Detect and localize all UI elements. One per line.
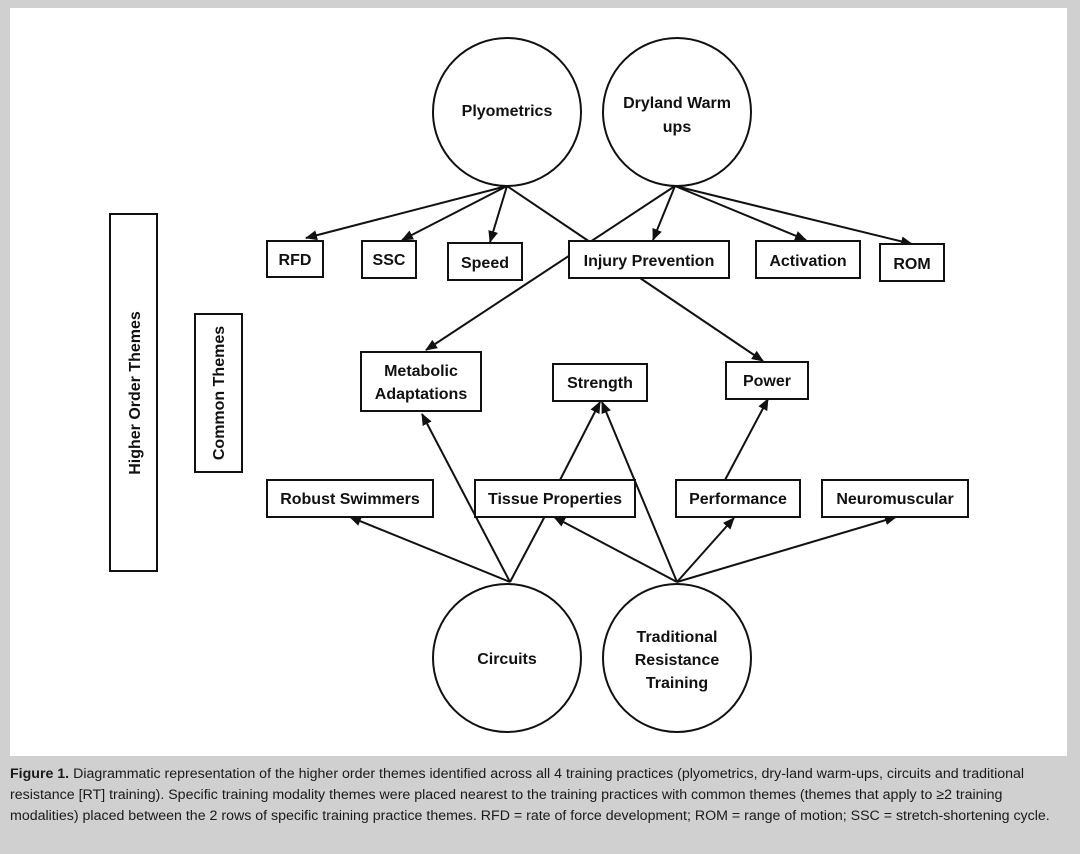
traditional-label-line1: Traditional — [637, 629, 718, 646]
theme-robust-swimmers: Robust Swimmers — [266, 479, 434, 518]
theme-ssc: SSC — [361, 240, 417, 279]
common-themes-label: Common Themes — [194, 313, 243, 473]
practice-plyometrics: Plyometrics — [432, 37, 582, 187]
performance-label: Performance — [689, 491, 787, 508]
injury-prevention-label: Injury Prevention — [584, 253, 715, 270]
theme-neuromuscular: Neuromuscular — [821, 479, 969, 518]
activation-label: Activation — [769, 253, 846, 270]
figure-caption: Figure 1. Diagrammatic representation of… — [10, 764, 1070, 827]
theme-power: Power — [725, 361, 809, 400]
theme-tissue-properties: Tissue Properties — [474, 479, 636, 518]
figure-panel: Higher Order Themes Common Themes Plyome… — [10, 8, 1067, 756]
metabolic-label-line1: Metabolic — [384, 363, 458, 380]
tissue-properties-label: Tissue Properties — [488, 491, 622, 508]
theme-activation: Activation — [755, 240, 861, 279]
common-themes-text: Common Themes — [211, 326, 228, 460]
traditional-label-line2: Resistance — [635, 652, 720, 669]
robust-swimmers-label: Robust Swimmers — [280, 491, 420, 508]
edges — [305, 185, 913, 583]
edge-traditional-tissue — [553, 516, 678, 583]
edge-dryland-rom — [674, 185, 913, 247]
theme-rfd: RFD — [266, 240, 324, 278]
dryland-label-line2: ups — [663, 119, 692, 136]
theme-injury-prevention: Injury Prevention — [568, 240, 730, 279]
edge-traditional-strength — [601, 401, 678, 583]
edge-traditional-neuromuscular — [676, 515, 897, 583]
theme-speed: Speed — [447, 242, 523, 281]
rom-label: ROM — [893, 256, 930, 273]
edge-circuits-tissue — [509, 515, 546, 583]
higher-order-themes-label: Higher Order Themes — [109, 213, 158, 572]
dryland-label-line1: Dryland Warm — [623, 95, 731, 112]
theme-rom: ROM — [879, 243, 945, 282]
rfd-label: RFD — [279, 252, 312, 269]
ssc-label: SSC — [373, 252, 406, 269]
higher-order-themes-text: Higher Order Themes — [127, 311, 144, 475]
theme-diagram: Higher Order Themes Common Themes Plyome… — [109, 37, 969, 733]
edge-dryland-metabolic — [425, 185, 676, 351]
edge-performance-power — [724, 398, 769, 481]
edge-injury-power — [639, 277, 764, 362]
metabolic-label-line2: Adaptations — [375, 386, 468, 403]
edge-dryland-activation — [674, 185, 807, 241]
neuromuscular-label: Neuromuscular — [836, 491, 953, 508]
edge-tissue-strength — [559, 401, 601, 481]
edge-plyometrics-injury — [506, 185, 591, 243]
edge-circuits-metabolic — [421, 413, 511, 583]
theme-metabolic-adaptations: Metabolic Adaptations — [360, 351, 482, 412]
circuits-label: Circuits — [477, 651, 537, 668]
caption-text: Diagrammatic representation of the highe… — [10, 766, 1050, 824]
practice-circuits: Circuits — [432, 583, 582, 733]
caption-label: Figure 1. — [10, 766, 70, 782]
strength-label: Strength — [567, 375, 633, 392]
theme-strength: Strength — [552, 363, 648, 402]
practice-traditional-resistance-training: Traditional Resistance Training — [602, 583, 752, 733]
plyometrics-label: Plyometrics — [462, 103, 553, 120]
edge-plyometrics-ssc — [401, 185, 508, 241]
practice-dryland-warm-ups: Dryland Warm ups — [602, 37, 752, 187]
traditional-label-line3: Training — [646, 675, 708, 692]
edge-plyometrics-speed — [488, 185, 508, 243]
edge-traditional-performance — [676, 517, 735, 583]
speed-label: Speed — [461, 255, 509, 272]
power-label: Power — [743, 373, 791, 390]
theme-performance: Performance — [675, 479, 801, 518]
edge-dryland-injury — [652, 185, 676, 241]
edge-plyometrics-rfd — [305, 185, 508, 241]
edge-circuits-robust — [349, 516, 511, 583]
